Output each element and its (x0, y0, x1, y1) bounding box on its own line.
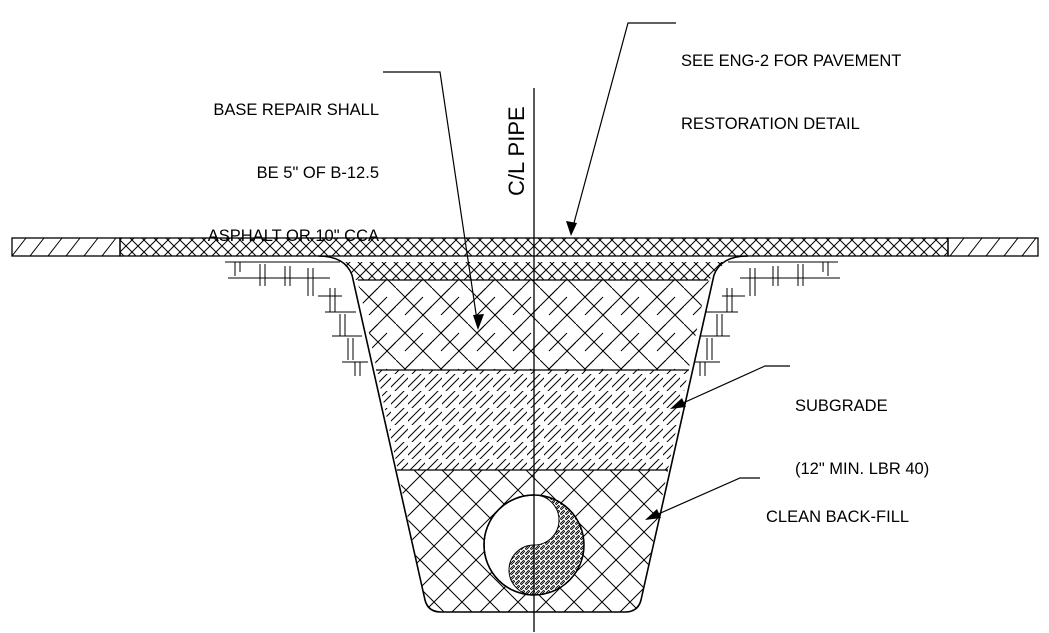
note-line: CLEAN BACK-FILL (766, 508, 910, 526)
existing-pavement-left (11, 237, 121, 257)
note-pavement-restoration: SEE ENG-2 FOR PAVEMENT RESTORATION DETAI… (681, 9, 901, 177)
existing-pavement-right (947, 237, 1039, 257)
note-clean-backfill: CLEAN BACK-FILL (766, 465, 909, 570)
layer-boundaries (358, 279, 708, 471)
note-line: BASE REPAIR SHALL (213, 101, 379, 119)
note-line: SEE ENG-2 FOR PAVEMENT (681, 52, 902, 70)
note-line: BE 5" OF B-12.5 (256, 164, 379, 182)
centerline-label: C/L PIPE (504, 106, 529, 196)
note-line: ASPHALT OR 10" CCA (207, 227, 379, 245)
leader-arrowheads (473, 221, 686, 520)
note-line: SUBGRADE (795, 397, 888, 415)
note-line: RESTORATION DETAIL (681, 115, 860, 133)
trench-shoulder-right (694, 261, 840, 376)
trench-shoulder-left (225, 261, 368, 376)
note-subgrade: SUBGRADE (12" MIN. LBR 40) (795, 354, 929, 522)
leader-lines (383, 22, 790, 520)
note-line: (12" MIN. LBR 40) (795, 460, 930, 478)
trench-outline (317, 255, 749, 613)
note-base-repair: BASE REPAIR SHALL BE 5" OF B-12.5 ASPHAL… (160, 58, 379, 289)
